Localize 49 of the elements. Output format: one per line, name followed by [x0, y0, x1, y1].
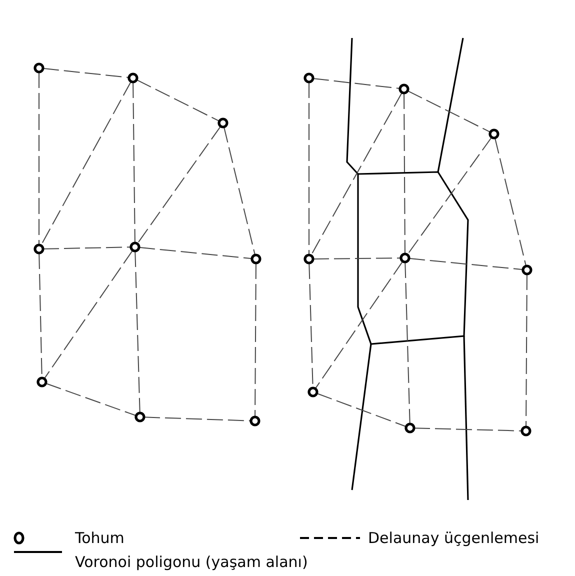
seed-point — [218, 118, 228, 128]
seed-point — [36, 376, 48, 388]
dashed-line — [312, 258, 402, 260]
dashed-line — [407, 90, 491, 133]
dashed-line — [44, 250, 134, 380]
dashed-line — [314, 260, 404, 390]
seed-point — [400, 252, 410, 264]
dashed-line — [42, 246, 132, 250]
seed-point — [250, 416, 260, 426]
dashed-line — [136, 126, 222, 244]
dashed-line — [316, 392, 407, 428]
dashed-line — [526, 274, 528, 428]
seed-point — [34, 62, 44, 74]
seed-point — [304, 72, 314, 84]
dashed-line — [404, 92, 406, 254]
seed-point — [304, 254, 314, 264]
legend-label: Voronoi poligonu (yaşam alanı) — [75, 553, 308, 571]
seed-point — [404, 422, 416, 434]
seed-point — [250, 254, 262, 264]
seed-point — [488, 128, 500, 140]
dashed-line — [134, 250, 140, 414]
dashed-line — [42, 68, 130, 78]
seed-point — [520, 426, 532, 436]
seed-point — [398, 84, 410, 94]
dashed-line — [223, 126, 256, 256]
dashed-line — [136, 79, 220, 122]
dashed-line — [312, 78, 401, 90]
dashed-line — [132, 82, 136, 244]
dashed-line — [254, 262, 256, 418]
dashed-line — [45, 382, 137, 416]
dashed-line — [406, 136, 492, 256]
legend-label: Tohum — [75, 529, 124, 547]
seed-point — [34, 244, 44, 254]
seed-point — [130, 242, 140, 252]
dashed-line — [414, 428, 522, 432]
dashed-line — [408, 258, 524, 270]
dashed-line — [308, 82, 310, 256]
seed-point — [522, 264, 532, 276]
dashed-line — [138, 246, 253, 260]
dashed-line — [494, 137, 527, 267]
dashed-line — [40, 81, 132, 246]
dashed-line — [38, 72, 40, 246]
seed-point — [134, 412, 146, 422]
dashed-line — [144, 416, 252, 422]
seed-point — [308, 386, 318, 398]
dashed-line — [404, 262, 410, 424]
seed-point — [128, 72, 138, 84]
legend-label: Delaunay üçgenlemesi — [368, 529, 540, 547]
dashed-line — [310, 92, 403, 256]
